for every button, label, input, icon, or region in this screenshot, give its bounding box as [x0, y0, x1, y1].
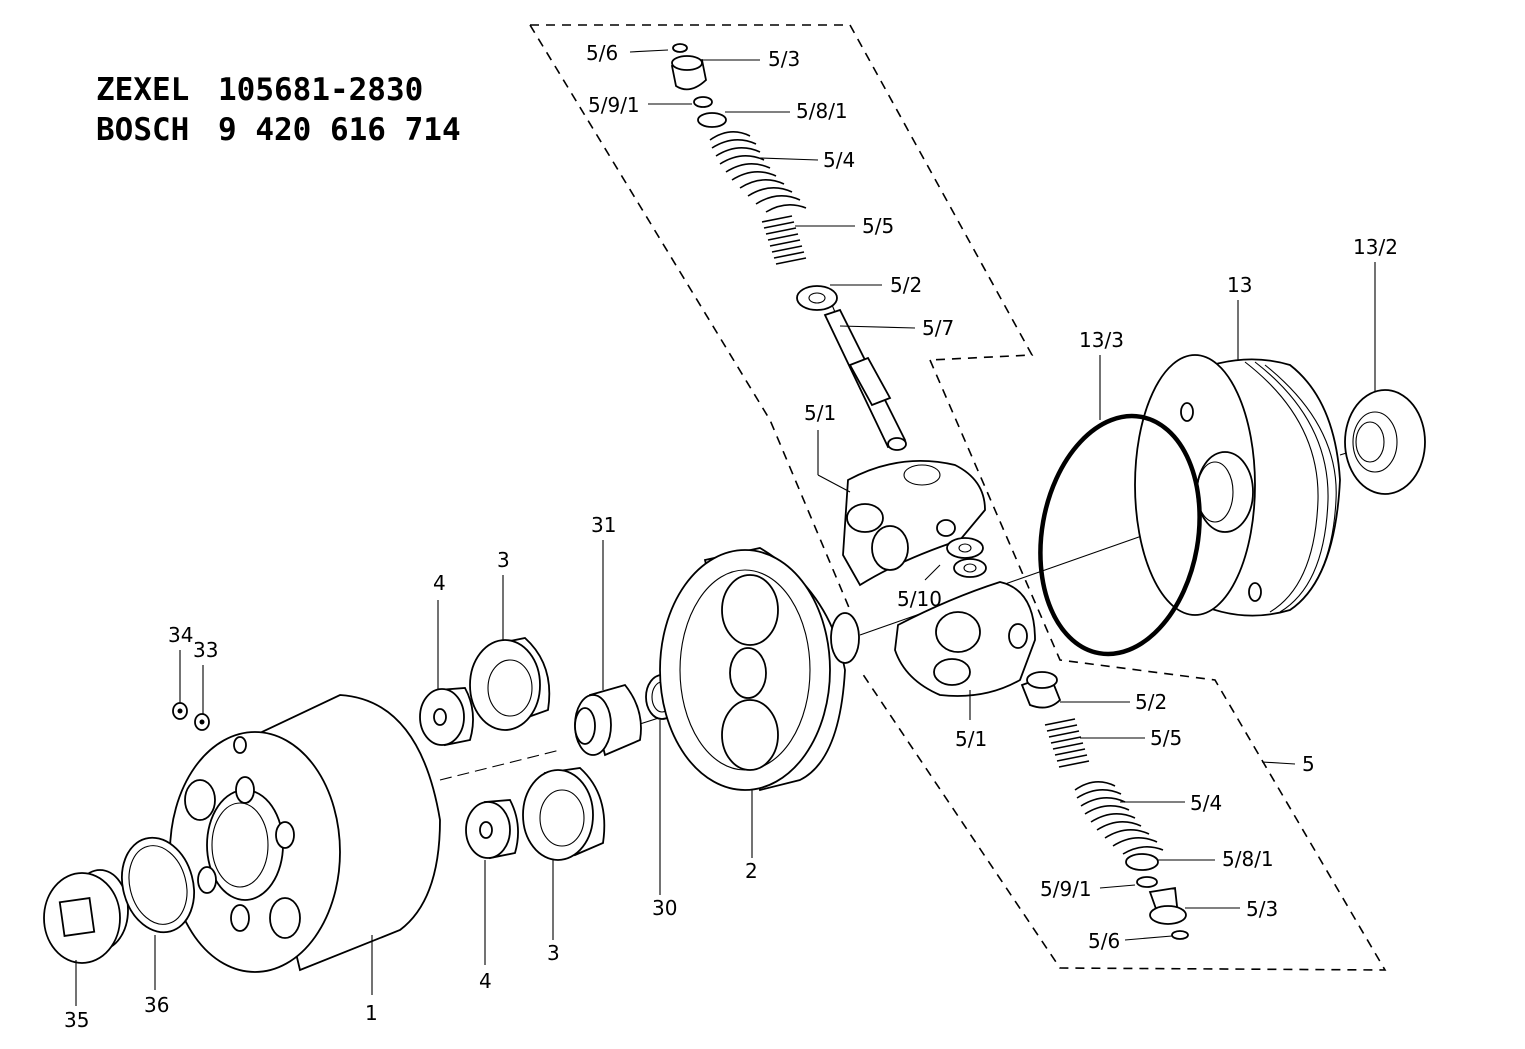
outer-spring-5-4-bottom	[1074, 781, 1164, 855]
zexel-part-number: 105681-2830	[218, 72, 423, 108]
label-5-4-bottom: 5/4	[1190, 791, 1222, 815]
label-4-bottom: 4	[479, 969, 492, 993]
inner-spring-5-5-bottom	[1044, 718, 1090, 768]
o-ring-13-3	[1038, 413, 1202, 657]
label-1: 1	[365, 1001, 378, 1025]
clip-5-6-bottom	[1171, 930, 1189, 940]
roller-3-top	[469, 637, 551, 731]
label-5: 5	[1302, 752, 1315, 776]
label-5-5-top: 5/5	[862, 214, 894, 238]
pump-housing-1	[169, 694, 441, 973]
bushing-31	[574, 683, 642, 757]
label-13-3: 13/3	[1079, 328, 1124, 352]
screw-34	[172, 702, 188, 720]
part-number-header: ZEXEL 105681-2830 BOSCH 9 420 616 714	[96, 72, 461, 148]
label-13: 13	[1227, 273, 1252, 297]
label-5-5-bottom: 5/5	[1150, 726, 1182, 750]
spring-seat-5-2-top	[796, 285, 838, 311]
washer-5-8-1-top	[697, 112, 727, 128]
label-5-9-1-bottom: 5/9/1	[1040, 877, 1092, 901]
label-5-2-top: 5/2	[890, 273, 922, 297]
label-5-4-top: 5/4	[823, 148, 855, 172]
label-5-3-top: 5/3	[768, 47, 800, 71]
label-31: 31	[591, 513, 616, 537]
seal-ring-36	[121, 836, 195, 934]
label-35: 35	[64, 1008, 89, 1032]
washer-5-8-1-bottom	[1125, 853, 1159, 871]
label-5-6-bottom: 5/6	[1088, 929, 1120, 953]
label-34: 34	[168, 623, 193, 647]
roller-pin-4-bottom	[465, 799, 519, 860]
leader-lines	[75, 49, 1376, 1006]
bosch-part-number: 9 420 616 714	[218, 112, 461, 148]
label-2: 2	[745, 859, 758, 883]
spring-cap-5-3-bottom	[1148, 886, 1187, 925]
label-5-8-1-bottom: 5/8/1	[1222, 847, 1274, 871]
washer-33	[194, 713, 210, 731]
label-3-top: 3	[497, 548, 510, 572]
label-5-2-bottom: 5/2	[1135, 690, 1167, 714]
label-5-1-bottom: 5/1	[955, 727, 987, 751]
shaft-5-7	[823, 308, 907, 451]
spring-cap-5-2-bottom	[1020, 671, 1062, 709]
label-30: 30	[652, 896, 677, 920]
bosch-brand: BOSCH	[96, 112, 189, 148]
label-5-7: 5/7	[922, 316, 954, 340]
plug-35	[43, 869, 129, 964]
shim-5-9-1-bottom	[1136, 876, 1158, 888]
housing-cover-13	[1134, 354, 1341, 617]
label-5-10: 5/10	[897, 587, 942, 611]
label-36: 36	[144, 993, 169, 1017]
label-33: 33	[193, 638, 218, 662]
part-labels: 5/6 5/3 5/9/1 5/8/1 5/4 5/5 5/2 5/7 5/1 …	[64, 41, 1398, 1032]
shim-5-9-1-top	[693, 96, 713, 108]
governor-weight-5-1-bottom	[894, 581, 1036, 697]
assembly-5-boundary	[529, 24, 1387, 971]
label-5-6-top: 5/6	[586, 41, 618, 65]
spring-cap-5-3-top	[670, 55, 707, 91]
governor-weight-5-1-top	[842, 460, 986, 587]
label-4-top: 4	[433, 571, 446, 595]
clip-5-6-top	[672, 43, 688, 53]
label-5-1-top: 5/1	[804, 401, 836, 425]
label-3-bottom: 3	[547, 941, 560, 965]
link-5-10	[946, 537, 987, 578]
roller-3-bottom	[522, 767, 606, 861]
label-5-8-1-top: 5/8/1	[796, 99, 848, 123]
roller-pin-4-top	[419, 687, 474, 747]
zexel-brand: ZEXEL	[96, 72, 189, 108]
label-13-2: 13/2	[1353, 235, 1398, 259]
label-5-9-1-top: 5/9/1	[588, 93, 640, 117]
inner-spring-5-5-top	[761, 215, 807, 265]
outer-spring-5-4-top	[709, 131, 807, 213]
label-5-3-bottom: 5/3	[1246, 897, 1278, 921]
cam-disc-2	[659, 547, 860, 792]
bearing-13-2	[1344, 389, 1426, 495]
